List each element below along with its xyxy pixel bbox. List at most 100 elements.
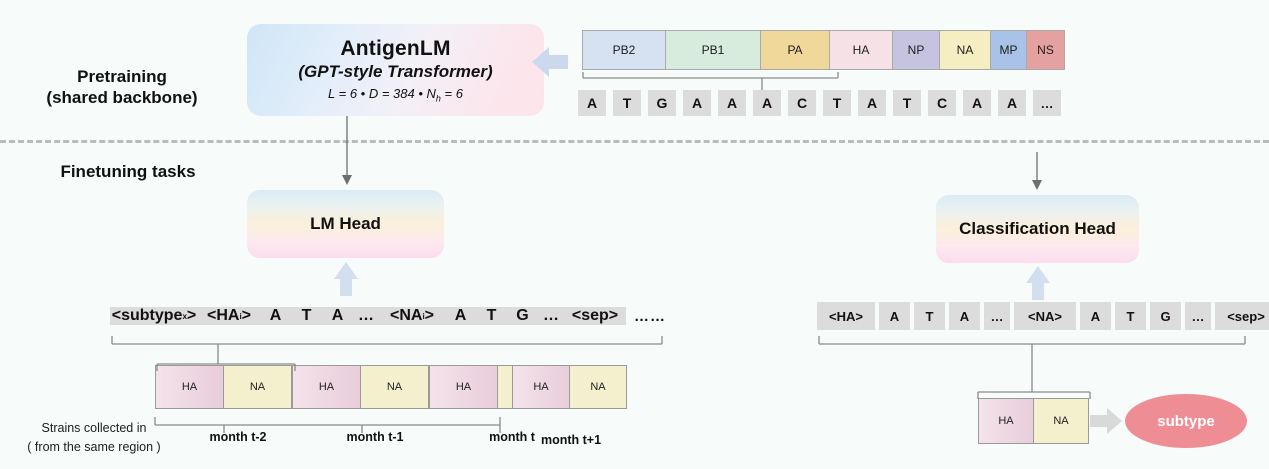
- lm-token: G: [507, 307, 538, 325]
- nucleotide-token: A: [963, 90, 991, 116]
- predicted-strain-cell-na: NA: [569, 365, 627, 409]
- cls-token: A: [1080, 302, 1111, 330]
- nucleotide-token: A: [578, 90, 606, 116]
- caption-line1: Strains collected in: [41, 421, 147, 435]
- token-text: <subtype: [111, 307, 183, 324]
- finetuning-section-label: Finetuning tasks: [60, 162, 196, 181]
- cls-sequence-to-head-arrow-icon: [1026, 266, 1050, 300]
- nucleotide-token: C: [788, 90, 816, 116]
- nucleotide-token: A: [858, 90, 886, 116]
- cls-token: …: [984, 302, 1010, 330]
- strain-cell-na: NA: [223, 365, 292, 409]
- lm-token: …: [353, 307, 379, 325]
- nucleotide-token: C: [928, 90, 956, 116]
- caption-line2: ( from the same region ): [27, 440, 161, 455]
- token-subscript: x: [182, 311, 187, 321]
- cls-token: <NA>: [1014, 302, 1076, 330]
- lm-head-card[interactable]: LM Head: [247, 190, 444, 258]
- predicted-strain-cell-ha: HA: [512, 365, 570, 409]
- cls-token: A: [949, 302, 980, 330]
- gene-segment-label: HA: [852, 43, 870, 57]
- classification-head-card[interactable]: Classification Head: [936, 195, 1139, 263]
- subtype-label: subtype: [1157, 412, 1215, 430]
- strains-collected-caption: Strains collected in ( from the same reg…: [14, 419, 174, 458]
- lm-token: <sep>: [564, 307, 626, 325]
- genome-to-backbone-arrow-icon: [532, 47, 568, 77]
- gene-segment-label: NP: [907, 43, 925, 57]
- gene-segment-label: MP: [999, 43, 1018, 57]
- classification-head-label: Classification Head: [959, 219, 1116, 238]
- gene-segment-pb2: PB2: [582, 30, 666, 70]
- backbone-title: AntigenLM: [340, 36, 451, 60]
- nucleotide-token: A: [998, 90, 1026, 116]
- lm-token: A: [445, 307, 476, 325]
- antigenlm-backbone-card[interactable]: AntigenLM (GPT-style Transformer) L = 6 …: [247, 24, 544, 116]
- token-text: <HA: [206, 307, 240, 324]
- classification-strain-cell-ha: HA: [978, 398, 1034, 444]
- token-tail: >: [186, 307, 197, 324]
- month-caption-2: month t: [489, 430, 535, 444]
- hparams-prefix: L = 6 • D = 384 • N: [328, 85, 436, 101]
- gene-segment-ns: NS: [1026, 30, 1065, 70]
- subtype-output-badge: subtype: [1125, 394, 1247, 448]
- nucleotide-token-ellipsis: …: [1033, 90, 1061, 116]
- token-subscript: i: [422, 311, 425, 321]
- gene-segment-label: PB2: [612, 43, 636, 57]
- lm-token: T: [476, 307, 507, 325]
- strain-to-subtype-arrow-icon: [1090, 408, 1122, 434]
- strain-cell-ha: HA: [292, 365, 361, 409]
- arrowhead-cls: [1032, 180, 1042, 190]
- nucleotide-token: G: [648, 90, 676, 116]
- lm-token: A: [322, 307, 353, 325]
- nucleotide-token: T: [893, 90, 921, 116]
- token-text: <NA: [389, 307, 423, 324]
- lm-sequence-trailing-ellipsis: ……: [634, 307, 666, 325]
- classification-strain-cell-na: NA: [1033, 398, 1089, 444]
- cls-token: <HA>: [817, 302, 875, 330]
- pretraining-section-label: Pretraining (shared backbone): [8, 66, 236, 109]
- cls-token: A: [879, 302, 910, 330]
- prediction-month-caption: month t+1: [540, 433, 602, 447]
- lm-token: A: [260, 307, 291, 325]
- lm-sequence-to-head-arrow-icon: [334, 262, 358, 296]
- strain-cell-ha: HA: [155, 365, 224, 409]
- gene-segment-np: NP: [892, 30, 940, 70]
- nucleotide-token: T: [613, 90, 641, 116]
- cls-token: T: [914, 302, 945, 330]
- strain-cell-ha: HA: [429, 365, 498, 409]
- cls-token: T: [1115, 302, 1146, 330]
- pretraining-label-line1: Pretraining: [77, 67, 167, 86]
- pretraining-label-line2: (shared backbone): [46, 88, 198, 108]
- gene-segment-label: NS: [1037, 43, 1054, 57]
- nucleotide-token: A: [718, 90, 746, 116]
- strain-cell-na: NA: [360, 365, 429, 409]
- lm-token: …: [538, 307, 564, 325]
- arrowhead-lm: [342, 175, 352, 185]
- month-caption-0: month t-2: [209, 430, 267, 444]
- hparams-subscript: h: [435, 93, 441, 104]
- nucleotide-token: T: [823, 90, 851, 116]
- lm-token: T: [291, 307, 322, 325]
- token-subscript: i: [239, 311, 242, 321]
- nucleotide-token: A: [683, 90, 711, 116]
- gene-segment-pb1: PB1: [665, 30, 761, 70]
- backbone-subtitle: (GPT-style Transformer): [298, 61, 493, 81]
- cls-token: …: [1185, 302, 1211, 330]
- nucleotide-token: A: [753, 90, 781, 116]
- gene-segment-mp: MP: [990, 30, 1027, 70]
- token-tail: >: [424, 307, 435, 324]
- gene-segment-label: PA: [787, 43, 803, 57]
- month-caption-1: month t-1: [346, 430, 404, 444]
